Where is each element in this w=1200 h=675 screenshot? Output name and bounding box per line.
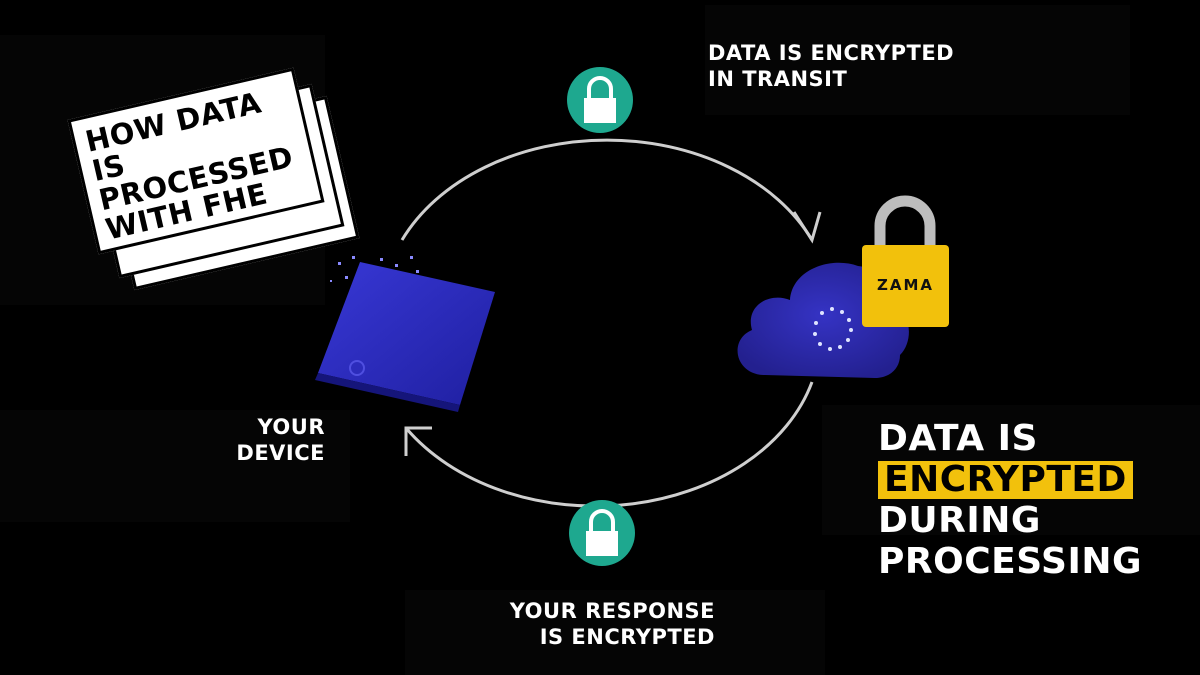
device-label-line-2: DEVICE	[230, 440, 325, 466]
processing-line-1: DATA IS	[878, 418, 1193, 459]
transit-arc	[402, 140, 812, 240]
processing-line-4: PROCESSING	[878, 541, 1193, 582]
padlock-icon	[569, 500, 635, 566]
padlock-icon	[567, 67, 633, 133]
transit-arrowhead	[794, 212, 820, 240]
zama-brand-label: ZAMA	[862, 276, 949, 294]
smartphone-icon	[315, 262, 495, 412]
device-label-line-1: YOUR	[230, 414, 325, 440]
response-label-line-2: IS ENCRYPTED	[470, 624, 715, 650]
processing-line-2: ENCRYPTED	[878, 459, 1193, 500]
transit-label: DATA IS ENCRYPTED IN TRANSIT	[708, 40, 954, 92]
device-label: YOUR DEVICE	[230, 414, 325, 466]
processing-label: DATA IS ENCRYPTED DURING PROCESSING	[878, 418, 1193, 582]
transit-label-line-1: DATA IS ENCRYPTED	[708, 40, 954, 66]
response-label-line-1: YOUR RESPONSE	[470, 598, 715, 624]
transit-label-line-2: IN TRANSIT	[708, 66, 954, 92]
response-arc	[406, 382, 812, 506]
zama-padlock-icon	[862, 201, 949, 327]
response-label: YOUR RESPONSE IS ENCRYPTED	[470, 598, 715, 650]
encrypted-highlight: ENCRYPTED	[878, 461, 1133, 499]
processing-line-3: DURING	[878, 500, 1193, 541]
